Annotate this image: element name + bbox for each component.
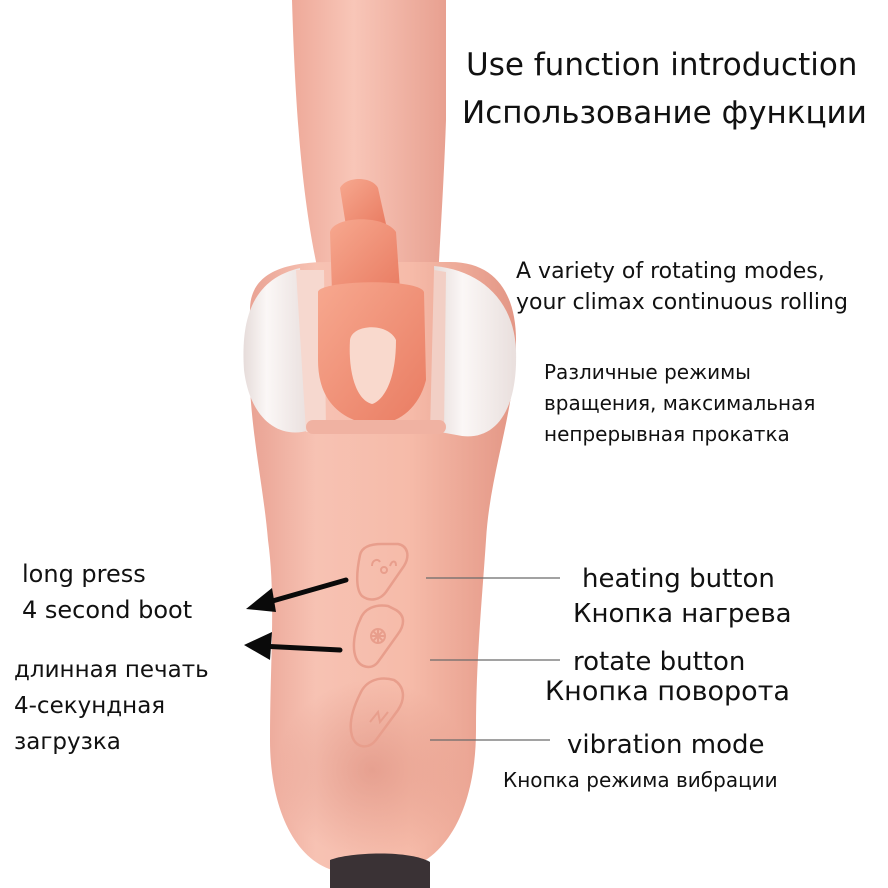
feature-description-russian: Различные режимы вращения, максимальная … <box>544 360 816 446</box>
vibration-icon <box>369 709 389 725</box>
title-russian: Использование функции <box>462 95 867 131</box>
long-press-arrow-bottom <box>244 632 343 660</box>
device-shaft <box>292 0 446 280</box>
heat-icon <box>371 558 397 574</box>
long-press-note-english: long press 4 second boot <box>22 560 193 624</box>
feature-description-english: A variety of rotating modes, your climax… <box>516 259 848 315</box>
button-panel <box>349 542 409 748</box>
long-press-arrow-top <box>246 577 349 612</box>
body-shadow <box>276 680 468 860</box>
rotate-button-label: rotate button <box>573 647 746 677</box>
vibration-mode-label-ru: Кнопка режима вибрации <box>503 768 778 792</box>
tongue-top <box>340 179 386 226</box>
device-head <box>243 268 310 433</box>
device-head-right <box>434 266 517 437</box>
heating-button-label-ru: Кнопка нагрева <box>573 599 792 629</box>
long-press-note-russian: длинная печать 4-секундная загрузка <box>14 657 209 755</box>
heating-button-label: heating button <box>582 564 775 594</box>
rotate-button-label-ru: Кнопка поворота <box>545 676 790 707</box>
vibration-mode-label: vibration mode <box>567 730 765 760</box>
tongue-middle <box>330 219 400 292</box>
rotate-icon <box>370 628 386 644</box>
title-english: Use function introduction <box>466 47 858 83</box>
